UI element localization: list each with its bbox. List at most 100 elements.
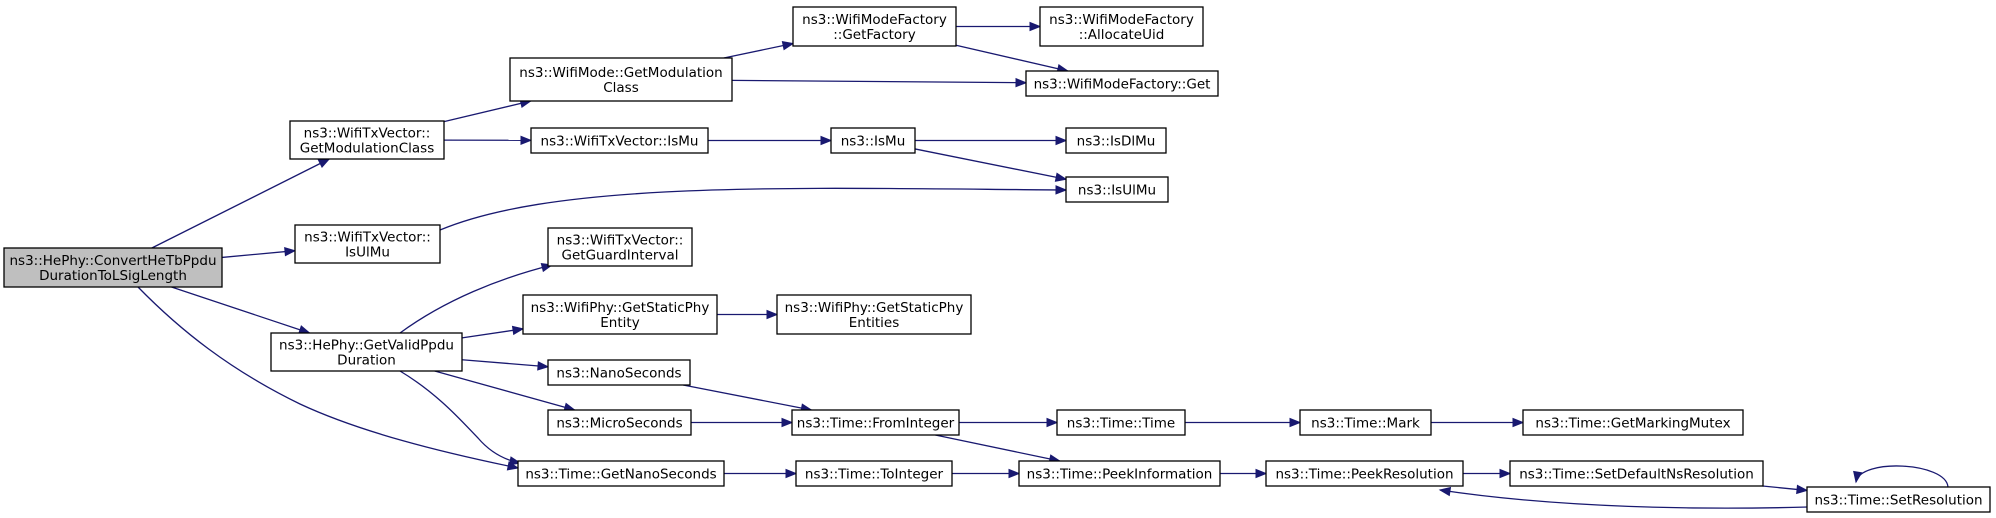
edge-timeTime-to-timeMark bbox=[1185, 417, 1302, 428]
node-label: ns3::WifiModeFactory bbox=[1049, 12, 1194, 28]
node-label: ns3::NanoSeconds bbox=[556, 366, 681, 382]
node-label: Class bbox=[603, 80, 639, 96]
arrowhead-icon bbox=[766, 309, 779, 320]
arrowhead-icon bbox=[1055, 135, 1068, 146]
node-microSeconds[interactable]: ns3::MicroSeconds bbox=[547, 409, 692, 436]
node-box bbox=[830, 127, 916, 154]
node-timeTime[interactable]: ns3::Time::Time bbox=[1056, 409, 1186, 436]
arrowhead-icon bbox=[520, 135, 533, 146]
arrowhead-icon bbox=[1796, 484, 1809, 495]
node-allocateUid[interactable]: ns3::WifiModeFactory::AllocateUid bbox=[1039, 6, 1204, 47]
edge-getValidPpduDuration-to-getStaticPhyEntity bbox=[461, 325, 525, 339]
edge-getValidPpduDuration-to-getNanoSeconds bbox=[399, 370, 522, 466]
node-label: ns3::Time::PeekInformation bbox=[1027, 467, 1213, 483]
node-label: ns3::WifiModeFactory bbox=[802, 12, 947, 28]
node-label: ns3::Time::SetDefaultNsResolution bbox=[1519, 467, 1754, 483]
node-label: ns3::HePhy::GetValidPpdu bbox=[279, 338, 454, 354]
node-label: ns3::HePhy::ConvertHeTbPpdu bbox=[9, 253, 216, 269]
node-getModulationClass[interactable]: ns3::WifiTxVector::GetModulationClass bbox=[289, 120, 445, 160]
arrowhead-icon bbox=[1046, 417, 1059, 428]
node-setResolution[interactable]: ns3::Time::SetResolution bbox=[1806, 486, 1991, 513]
node-label: ns3::Time::Time bbox=[1067, 416, 1175, 432]
edge-root-to-getValidPpduDuration bbox=[171, 286, 311, 335]
edge-isMu-to-isDlMu bbox=[915, 135, 1068, 146]
node-label: ns3::IsMu bbox=[841, 134, 906, 150]
edge-txIsUlMu-to-isUlMu bbox=[439, 185, 1068, 231]
edge-fromInteger-to-peekInformation bbox=[935, 434, 1062, 464]
edge-root-to-txIsUlMu bbox=[221, 246, 297, 259]
node-getFactory[interactable]: ns3::WifiModeFactory::GetFactory bbox=[792, 6, 957, 47]
edges-layer bbox=[137, 21, 1949, 509]
arrowhead-icon bbox=[781, 41, 795, 51]
node-peekResolution[interactable]: ns3::Time::PeekResolution bbox=[1265, 460, 1464, 487]
edge-getStaticPhyEntity-to-getStaticPhyEntities bbox=[717, 309, 779, 320]
arrowhead-icon bbox=[1029, 21, 1042, 32]
arrowhead-icon bbox=[1438, 486, 1452, 497]
node-txIsMu[interactable]: ns3::WifiTxVector::IsMu bbox=[530, 127, 709, 154]
node-isMu[interactable]: ns3::IsMu bbox=[830, 127, 916, 154]
node-toInteger[interactable]: ns3::Time::ToInteger bbox=[795, 460, 953, 487]
node-box bbox=[1018, 460, 1221, 487]
node-label: ns3::IsUlMu bbox=[1078, 183, 1156, 199]
node-nanoSeconds[interactable]: ns3::NanoSeconds bbox=[547, 359, 691, 386]
arrowhead-icon bbox=[785, 468, 798, 479]
node-getGuardInterval[interactable]: ns3::WifiTxVector::GetGuardInterval bbox=[547, 227, 693, 267]
node-label: GetModulationClass bbox=[300, 141, 435, 157]
node-box bbox=[1522, 409, 1744, 436]
node-label: ns3::WifiTxVector::IsMu bbox=[541, 134, 699, 150]
node-label: ns3::IsDlMu bbox=[1077, 134, 1156, 150]
arrowhead-icon bbox=[1499, 468, 1512, 479]
node-fromInteger[interactable]: ns3::Time::FromInteger bbox=[791, 409, 960, 436]
node-box bbox=[547, 359, 691, 386]
node-label: Duration bbox=[337, 353, 396, 369]
edge-fromInteger-to-timeTime bbox=[959, 417, 1059, 428]
edge-timeMark-to-getMarkingMutex bbox=[1431, 417, 1525, 428]
edge-getValidPpduDuration-to-nanoSeconds bbox=[461, 359, 550, 371]
node-label: ns3::WifiTxVector:: bbox=[557, 233, 684, 249]
edge-txIsMu-to-isMu bbox=[708, 135, 833, 146]
arrowhead-icon bbox=[511, 325, 525, 336]
arrowhead-icon bbox=[284, 246, 297, 257]
node-getMarkingMutex[interactable]: ns3::Time::GetMarkingMutex bbox=[1522, 409, 1744, 436]
node-box bbox=[1025, 70, 1219, 97]
node-box bbox=[792, 6, 957, 47]
arrowhead-icon bbox=[781, 417, 794, 428]
node-box bbox=[547, 227, 693, 267]
node-box bbox=[289, 120, 445, 160]
node-txIsUlMu[interactable]: ns3::WifiTxVector::IsUlMu bbox=[294, 224, 441, 264]
arrowhead-icon bbox=[1054, 172, 1068, 182]
edge-toInteger-to-peekInformation bbox=[952, 468, 1021, 479]
node-factoryGet[interactable]: ns3::WifiModeFactory::Get bbox=[1025, 70, 1219, 97]
edge-peekInformation-to-peekResolution bbox=[1220, 468, 1268, 479]
node-isDlMu[interactable]: ns3::IsDlMu bbox=[1065, 127, 1167, 154]
edge-modeGetModulationClass-to-getFactory bbox=[723, 41, 795, 59]
node-box bbox=[1065, 127, 1167, 154]
edge-nanoSeconds-to-fromInteger bbox=[683, 384, 813, 413]
node-setDefaultNsResolution[interactable]: ns3::Time::SetDefaultNsResolution bbox=[1509, 460, 1764, 487]
node-label: ::GetFactory bbox=[833, 27, 915, 43]
node-box bbox=[1065, 176, 1169, 203]
arrowhead-icon bbox=[537, 361, 550, 371]
node-getNanoSeconds[interactable]: ns3::Time::GetNanoSeconds bbox=[517, 460, 725, 487]
node-box bbox=[795, 460, 953, 487]
edge-setDefaultNsResolution-to-setResolution bbox=[1762, 484, 1809, 495]
node-root[interactable]: ns3::HePhy::ConvertHeTbPpduDurationToLSi… bbox=[3, 247, 223, 288]
node-label: ns3::Time::ToInteger bbox=[805, 467, 944, 483]
node-box bbox=[1806, 486, 1991, 513]
edge-getModulationClass-to-txIsMu bbox=[443, 135, 533, 146]
node-isUlMu[interactable]: ns3::IsUlMu bbox=[1065, 176, 1169, 203]
node-modeGetModulationClass[interactable]: ns3::WifiMode::GetModulationClass bbox=[509, 57, 733, 102]
node-box bbox=[270, 332, 463, 372]
edge-peekResolution-to-setDefaultNsResolution bbox=[1463, 468, 1512, 479]
edge-setResolution-to-peekResolution bbox=[1438, 486, 1809, 509]
node-box bbox=[3, 247, 223, 288]
node-peekInformation[interactable]: ns3::Time::PeekInformation bbox=[1018, 460, 1221, 487]
node-label: GetGuardInterval bbox=[562, 248, 679, 264]
node-timeMark[interactable]: ns3::Time::Mark bbox=[1299, 409, 1432, 436]
edge-getModulationClass-to-modeGetModulationClass bbox=[443, 98, 533, 123]
node-label: ns3::WifiMode::GetModulation bbox=[519, 65, 722, 81]
